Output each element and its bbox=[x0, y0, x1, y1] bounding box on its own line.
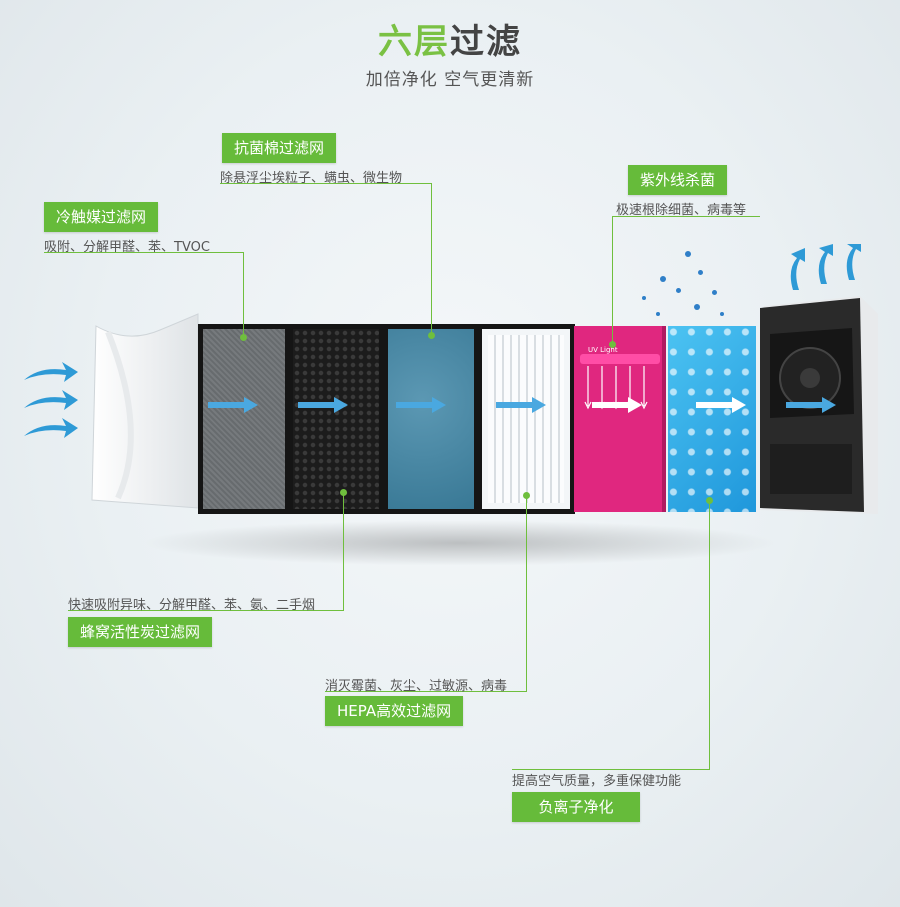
leader-line bbox=[243, 252, 244, 338]
title-accent: 六层 bbox=[378, 22, 450, 62]
layer-desc-negative-ion: 提高空气质量，多重保健功能 bbox=[512, 774, 682, 789]
leader-line bbox=[512, 769, 710, 770]
layer-desc-honeycomb-carbon: 快速吸附异味、分解甲醛、苯、氨、二手烟 bbox=[68, 598, 316, 613]
layer-tag-honeycomb-carbon: 蜂窝活性炭过滤网 bbox=[68, 617, 213, 647]
page-title: 六层过滤 bbox=[0, 14, 900, 63]
negative-ion-panel bbox=[668, 326, 756, 512]
ion-bubble bbox=[676, 288, 681, 293]
ion-bubble bbox=[720, 312, 724, 316]
layer-tag-antibacterial-cotton: 抗菌棉过滤网 bbox=[222, 133, 337, 163]
airflow-in-icon bbox=[24, 362, 78, 438]
layer-tag-hepa: HEPA高效过滤网 bbox=[325, 696, 464, 726]
honeycomb-carbon-panel bbox=[288, 324, 384, 514]
ion-bubble bbox=[712, 290, 717, 295]
layer-tag-negative-ion: 负离子净化 bbox=[512, 792, 640, 822]
leader-dot bbox=[609, 341, 616, 348]
leader-line bbox=[526, 495, 527, 691]
layer-desc-uv: 极速根除细菌、病毒等 bbox=[616, 203, 747, 218]
cold-catalyst-panel bbox=[198, 324, 290, 514]
leader-line bbox=[612, 216, 613, 344]
leader-line bbox=[68, 610, 344, 611]
front-cover-panel bbox=[88, 312, 200, 512]
ion-bubble bbox=[656, 312, 660, 316]
product-shadow bbox=[140, 520, 780, 566]
ion-bubble bbox=[698, 270, 703, 275]
layer-desc-hepa: 消灭霉菌、灰尘、过敏源、病毒 bbox=[325, 679, 508, 694]
title-rest: 过滤 bbox=[450, 22, 522, 62]
ion-bubble bbox=[660, 276, 666, 282]
leader-dot bbox=[240, 334, 247, 341]
flow-arrow-icon bbox=[208, 397, 836, 413]
leader-dot bbox=[428, 332, 435, 339]
ion-bubble bbox=[694, 304, 700, 310]
leader-line bbox=[220, 183, 432, 184]
antibacterial-cotton-panel bbox=[383, 324, 479, 514]
purifier-body bbox=[756, 294, 880, 518]
airflow-out-icon bbox=[790, 244, 861, 290]
page-subtitle: 加倍净化 空气更清新 bbox=[365, 70, 535, 90]
leader-line bbox=[612, 216, 760, 217]
layer-tag-uv: 紫外线杀菌 bbox=[628, 165, 728, 195]
layer-tag-cold-catalyst: 冷触媒过滤网 bbox=[44, 202, 159, 232]
page-title-block: 六层过滤 加倍净化 空气更清新 bbox=[0, 14, 900, 90]
layer-desc-cold-catalyst: 吸附、分解甲醛、苯、TVOC bbox=[44, 240, 210, 255]
leader-line bbox=[431, 183, 432, 335]
uv-panel: UV Light bbox=[574, 326, 666, 512]
leader-line bbox=[343, 492, 344, 610]
leader-line bbox=[325, 691, 527, 692]
leader-line bbox=[709, 500, 710, 769]
ion-bubble bbox=[642, 296, 646, 300]
hepa-panel bbox=[477, 324, 575, 514]
layer-desc-antibacterial-cotton: 除悬浮尘埃粒子、螨虫、微生物 bbox=[220, 171, 403, 186]
leader-line bbox=[44, 252, 244, 253]
uv-light-label: UV Light bbox=[588, 346, 618, 354]
ion-bubble bbox=[685, 251, 691, 257]
